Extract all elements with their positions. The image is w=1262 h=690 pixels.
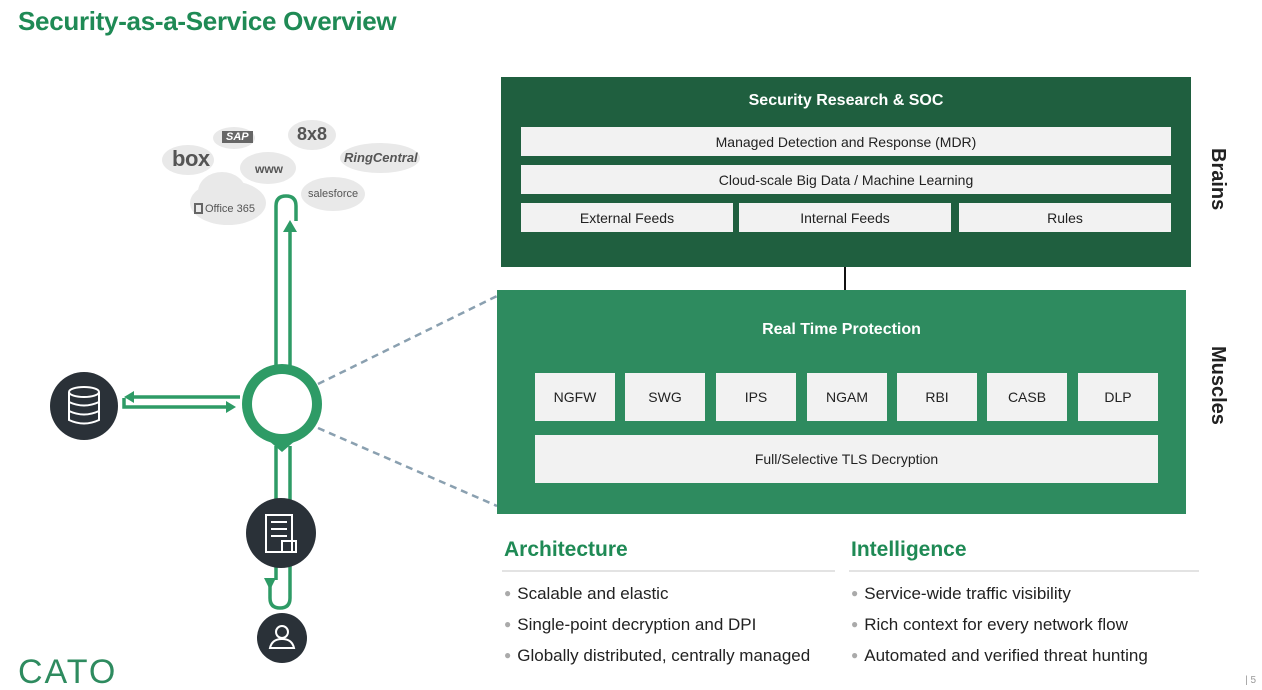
big-data-bar: Cloud-scale Big Data / Machine Learning bbox=[521, 165, 1171, 194]
muscles-title: Real Time Protection bbox=[762, 321, 921, 338]
bullet-icon: ● bbox=[851, 648, 859, 662]
rules-bar: Rules bbox=[959, 203, 1171, 232]
cato-hub-icon bbox=[242, 364, 322, 452]
list-item: ● Rich context for every network flow bbox=[851, 609, 1148, 640]
database-icon bbox=[50, 372, 118, 440]
building-icon bbox=[246, 498, 316, 568]
intelligence-list: ● Service-wide traffic visibility ● Rich c… bbox=[851, 578, 1148, 671]
bullet-icon: ● bbox=[851, 586, 859, 600]
bullet-icon: ● bbox=[851, 617, 859, 631]
engine-ngfw: NGFW bbox=[535, 373, 615, 421]
salesforce-logo: salesforce bbox=[308, 188, 359, 200]
ringcentral-logo: RingCentral bbox=[344, 150, 418, 165]
tls-decryption-bar: Full/Selective TLS Decryption bbox=[535, 435, 1158, 483]
list-item: ● Scalable and elastic bbox=[504, 578, 810, 609]
list-item-text: Scalable and elastic bbox=[517, 584, 669, 603]
list-item: ● Automated and verified threat hunting bbox=[851, 640, 1148, 671]
bullet-icon: ● bbox=[504, 617, 512, 631]
brains-title: Security Research & SOC bbox=[748, 92, 944, 109]
office365-label: Office 365 bbox=[205, 203, 255, 215]
architecture-divider bbox=[502, 570, 835, 572]
security-research-soc-box: Security Research & SOC Managed Detectio… bbox=[501, 77, 1191, 267]
engine-dlp: DLP bbox=[1078, 373, 1158, 421]
list-item: ● Globally distributed, centrally managed bbox=[504, 640, 810, 671]
muscles-label: Muscles bbox=[1207, 346, 1229, 425]
office365-logo: Office 365 bbox=[194, 203, 255, 215]
engine-casb: CASB bbox=[987, 373, 1067, 421]
8x8-logo: 8x8 bbox=[297, 124, 328, 144]
real-time-protection-box: Real Time Protection NGFW SWG IPS NGAM R… bbox=[497, 290, 1186, 514]
list-item: ● Single-point decryption and DPI bbox=[504, 609, 810, 640]
data-link-arrow bbox=[122, 395, 240, 409]
engine-ngam: NGAM bbox=[807, 373, 887, 421]
sap-logo: SAP bbox=[222, 131, 253, 143]
brains-label: Brains bbox=[1207, 148, 1229, 211]
bullet-icon: ● bbox=[504, 648, 512, 662]
bullet-icon: ● bbox=[504, 586, 512, 600]
list-item-text: Single-point decryption and DPI bbox=[517, 615, 757, 634]
external-feeds-bar: External Feeds bbox=[521, 203, 733, 232]
office-icon bbox=[194, 203, 203, 214]
intelligence-divider bbox=[849, 570, 1199, 572]
connector-lines bbox=[317, 294, 498, 508]
architecture-list: ● Scalable and elastic ● Single-point decr… bbox=[504, 578, 810, 671]
internal-feeds-bar: Internal Feeds bbox=[739, 203, 951, 232]
mdr-bar: Managed Detection and Response (MDR) bbox=[521, 127, 1171, 156]
engine-rbi: RBI bbox=[897, 373, 977, 421]
www-logo: www bbox=[255, 162, 284, 176]
box-logo: box bbox=[172, 146, 210, 171]
uplink-arrow bbox=[274, 194, 298, 370]
intelligence-heading: Intelligence bbox=[851, 538, 967, 561]
cato-logo: CATO bbox=[18, 653, 118, 690]
user-icon bbox=[257, 613, 307, 663]
engine-swg: SWG bbox=[625, 373, 705, 421]
list-item-text: Rich context for every network flow bbox=[864, 615, 1128, 634]
list-item: ● Service-wide traffic visibility bbox=[851, 578, 1148, 609]
list-item-text: Automated and verified threat hunting bbox=[864, 646, 1148, 665]
page-number: | 5 bbox=[1245, 675, 1256, 686]
downlink-arrow bbox=[268, 446, 292, 610]
page-title: Security-as-a-Service Overview bbox=[18, 6, 397, 36]
list-item-text: Service-wide traffic visibility bbox=[864, 584, 1071, 603]
engine-ips: IPS bbox=[716, 373, 796, 421]
list-item-text: Globally distributed, centrally managed bbox=[517, 646, 811, 665]
architecture-heading: Architecture bbox=[504, 538, 628, 561]
